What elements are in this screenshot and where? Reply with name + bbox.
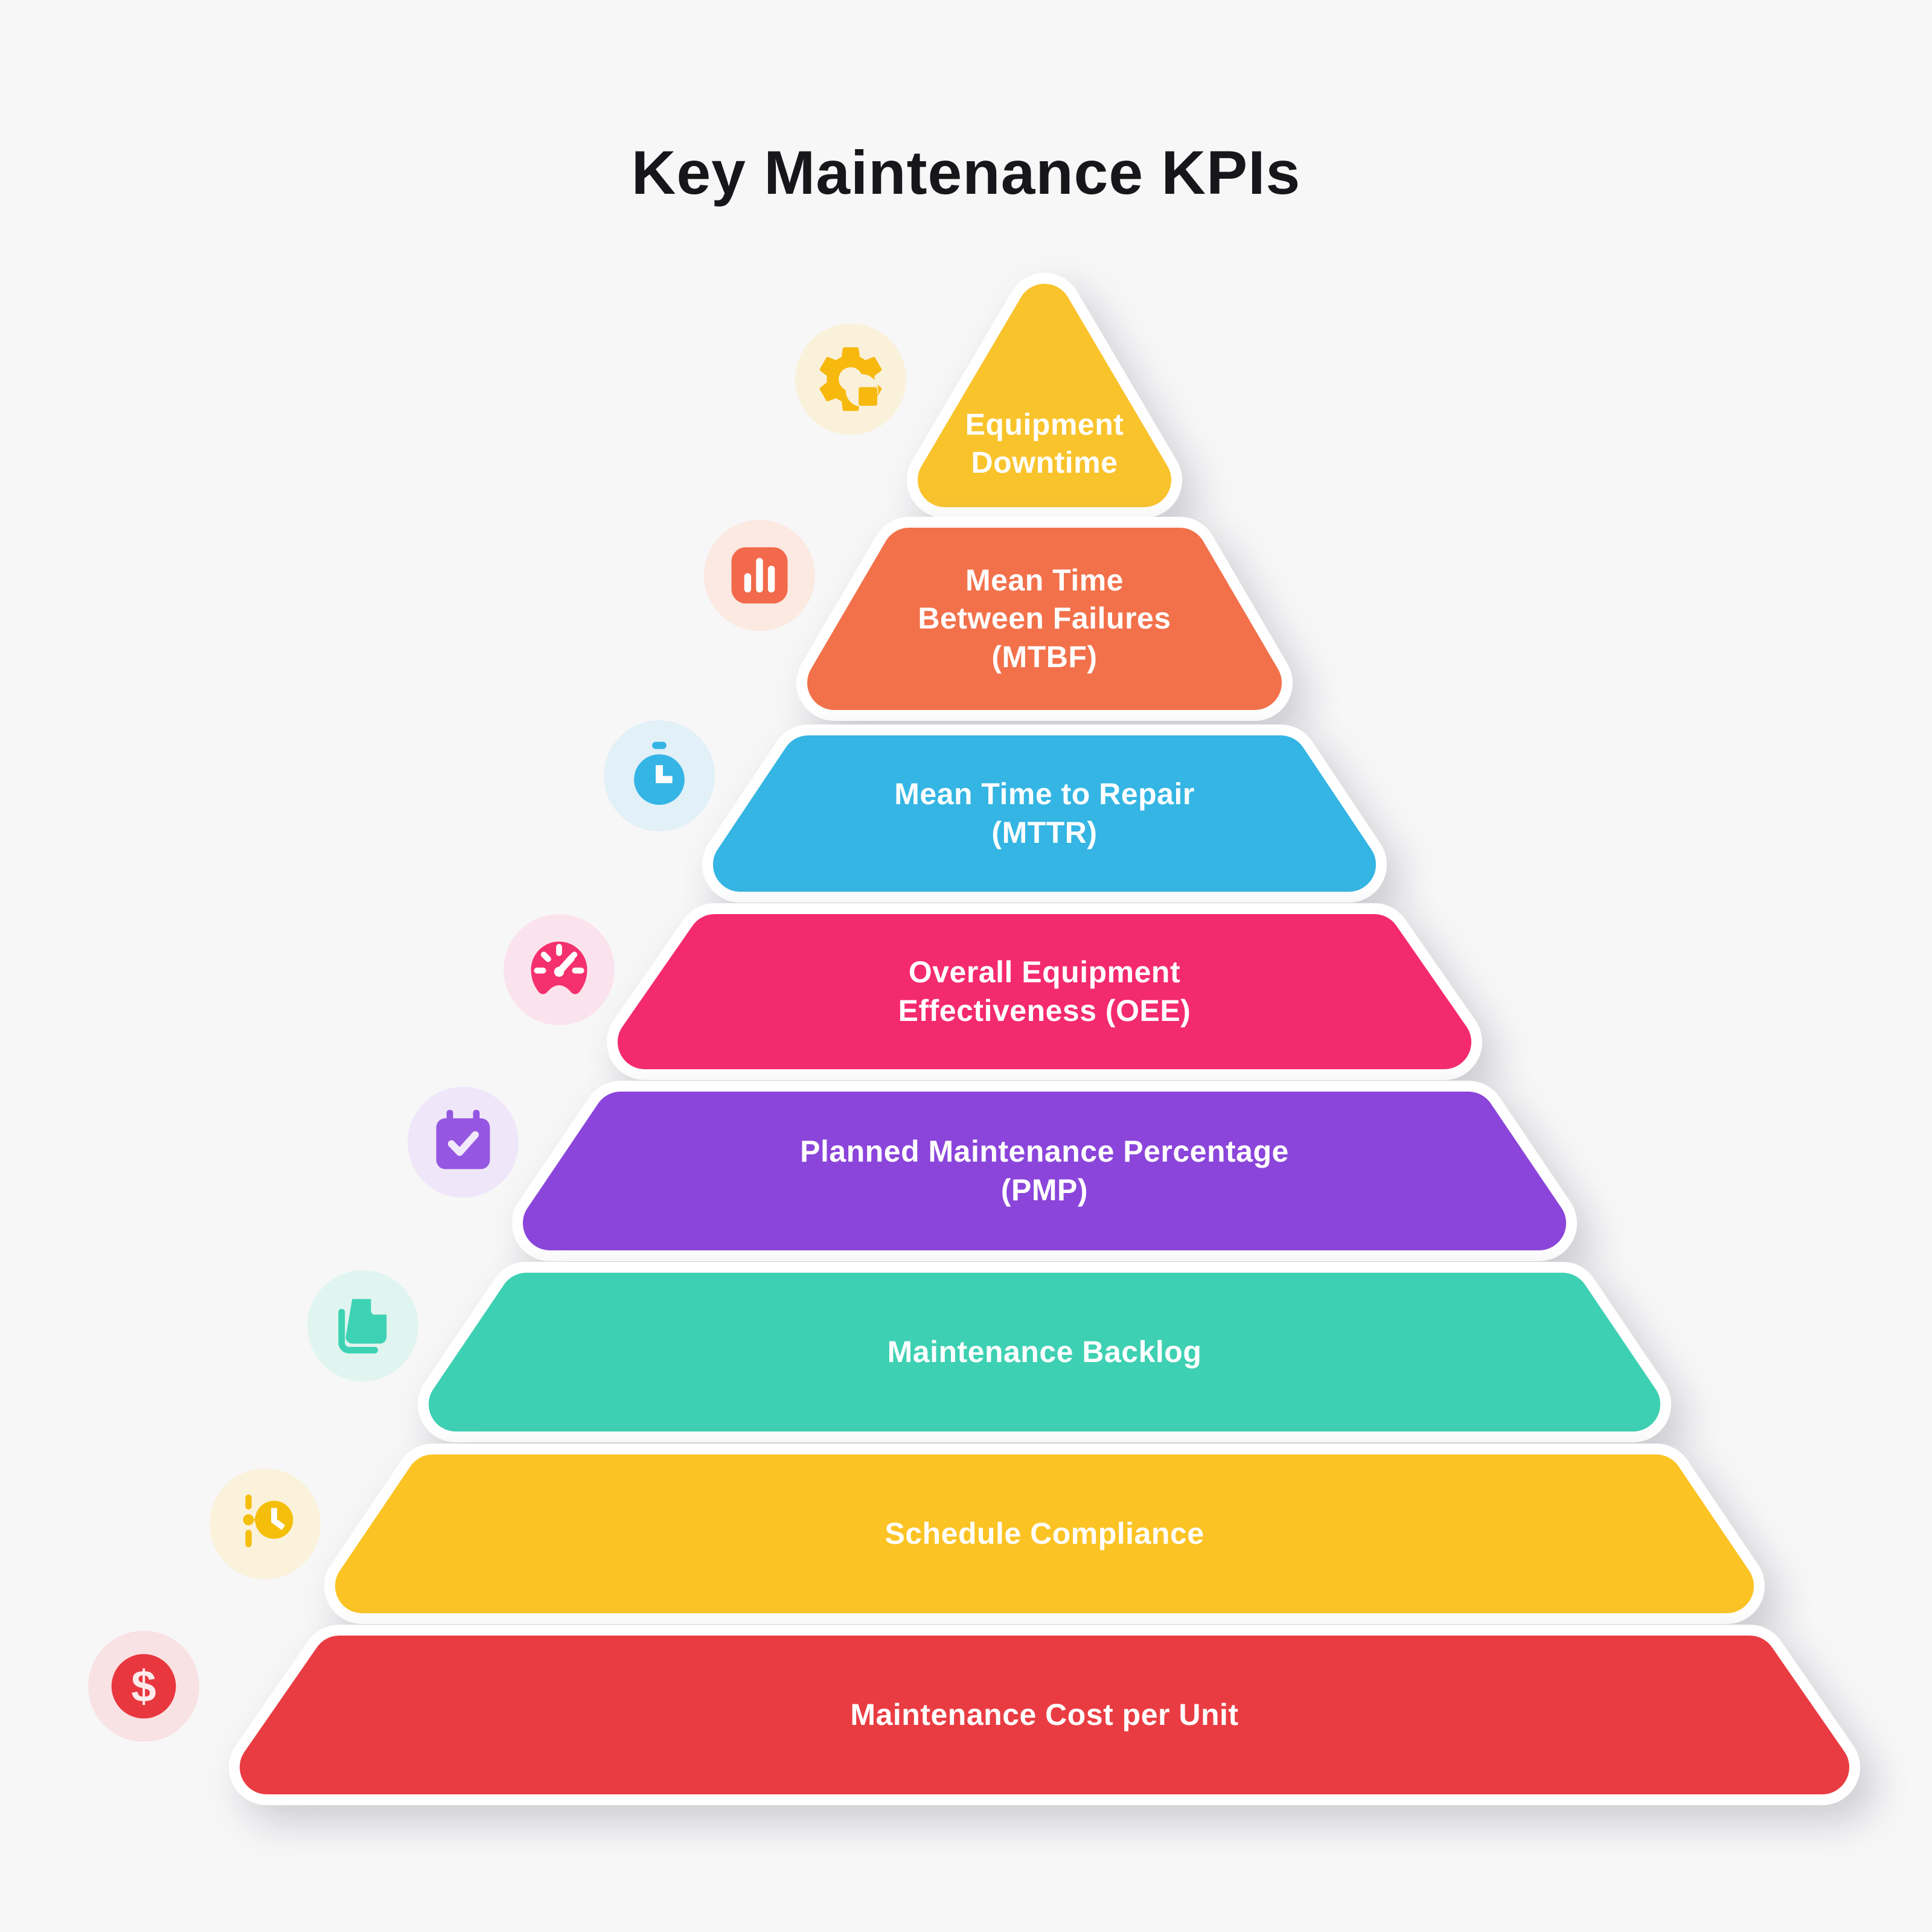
clock-hands [271,1508,286,1531]
level-label: Overall Equipment Effectiveness (OEE) [898,955,1191,1028]
gauge-icon [531,941,587,994]
level-shape [429,1273,1660,1431]
clock-schedule-icon [243,1494,293,1547]
checkmark [447,1131,479,1156]
pyramid-level-2 [704,517,1293,721]
pyramid-level-6 [307,1262,1671,1442]
dollar-circle [111,1654,176,1719]
page-title: Key Maintenance KPIs [631,138,1301,207]
bar-medium [767,565,775,593]
bar-chart-icon [731,547,788,604]
bar-short [744,573,752,593]
calendar-check-icon [436,1110,490,1169]
gear-icon [819,347,882,411]
level-label: Schedule Compliance [884,1516,1204,1550]
level-label: Equipment Downtime [965,407,1124,480]
gauge-ticks [534,944,584,974]
timeline-dot [243,1514,254,1526]
level-label: Maintenance Cost per Unit [850,1697,1239,1732]
level-shape [918,284,1171,507]
documents-icon [338,1299,387,1354]
stopwatch-icon [634,741,685,805]
level-shape [240,1636,1849,1794]
dollar-glyph: $ [131,1661,156,1711]
stopwatch-button [652,741,667,749]
dollar-icon: $ [111,1654,176,1719]
back-page [338,1308,379,1354]
level-label: Mean Time Between Failures (MTBF) [918,563,1171,674]
level-shape [523,1092,1566,1250]
pyramid-level-1 [795,273,1182,518]
timeline-segment [245,1494,252,1510]
pyramid-level-8: $ [88,1625,1860,1805]
level-shape [335,1454,1754,1613]
pyramid-level-5 [408,1081,1577,1261]
pyramid-level-7 [210,1444,1765,1624]
level-shape [618,914,1471,1069]
pyramid-level-3 [604,720,1387,903]
level-shape [713,735,1376,892]
pyramid-level-4 [504,903,1482,1080]
level-label: Mean Time to Repair (MTTR) [894,777,1195,849]
bar-tall [756,558,763,593]
page-fold [371,1299,387,1315]
level-label: Maintenance Backlog [887,1334,1202,1369]
gauge-hub [554,967,565,977]
stopwatch-hands [656,765,673,784]
level-shape [807,528,1282,710]
gear-square [859,387,877,406]
timeline-segment [245,1529,252,1547]
level-label: Planned Maintenance Percentage (PMP) [800,1134,1289,1207]
